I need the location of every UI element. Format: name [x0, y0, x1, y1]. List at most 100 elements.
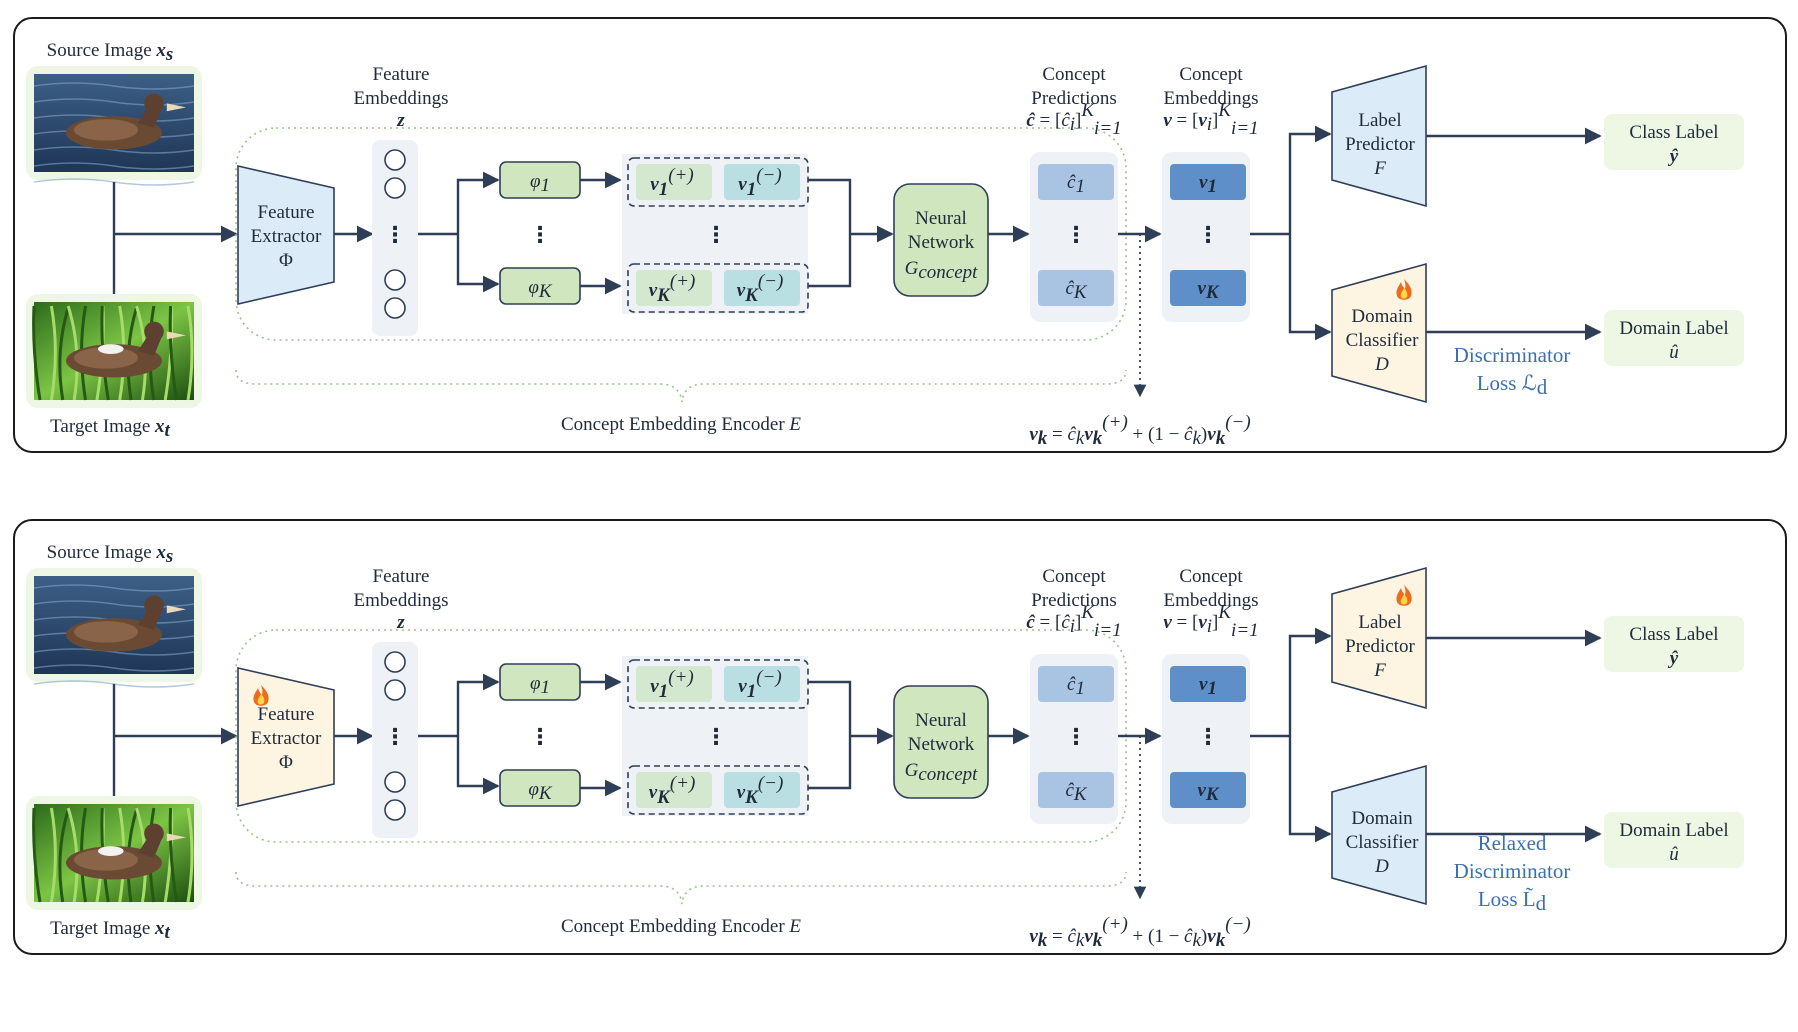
prediction-1-label: ĉ1 [1067, 674, 1085, 699]
class-label-text: Class Label [1629, 624, 1718, 645]
domain-classifier [1331, 764, 1427, 906]
target-image-label: Target Image xt [50, 918, 170, 943]
concept-pair-box [627, 659, 809, 709]
source-image [26, 66, 202, 186]
wave [33, 146, 195, 154]
domain-label-symbol: û [1669, 844, 1679, 865]
domain-label-box [1604, 310, 1744, 366]
concept-embeddings-formula: v = [vi]Ki=1 [1163, 100, 1258, 139]
positive-embedding-box [636, 164, 712, 200]
vertical-ellipsis: ⋮ [529, 725, 551, 750]
grass-blade [186, 305, 194, 401]
vertical-ellipsis: ⋮ [384, 725, 406, 750]
grass-blade [49, 807, 57, 903]
embedding-node [384, 297, 406, 319]
prediction-K-box [1038, 270, 1114, 306]
wave [33, 664, 195, 672]
domain-classifier-symbol: D [1374, 354, 1389, 375]
loss-label-line: Loss L̃d [1478, 887, 1547, 915]
grass-blade [186, 807, 194, 903]
negative-embedding-box [724, 270, 800, 306]
bird-neck [138, 333, 162, 356]
bird-beak [166, 331, 186, 340]
negative-embedding-box [724, 164, 800, 200]
vertical-ellipsis: ⋮ [1197, 223, 1219, 248]
loss-label-line: Loss ℒd [1477, 371, 1548, 399]
embedding-1-box [1170, 164, 1246, 200]
prediction-1-label: ĉ1 [1067, 172, 1085, 197]
grass-blade [168, 305, 179, 401]
feature-extractor [237, 164, 335, 306]
prediction-K-box [1038, 772, 1114, 808]
encoder-brace [235, 871, 1127, 905]
embedding-node [384, 679, 406, 701]
g-concept-label: Gconcept [905, 760, 979, 785]
domain-label-symbol: û [1669, 342, 1679, 363]
to-label-predictor-arrow [1288, 125, 1332, 234]
vertical-ellipsis: ⋮ [705, 223, 727, 248]
phi-K-label: φK [528, 277, 553, 302]
prediction-1-box [1038, 164, 1114, 200]
concept-pair-box [627, 263, 809, 313]
grass-blade [49, 305, 57, 401]
bird-neck [138, 835, 162, 858]
embedding-K-label: vK [1197, 278, 1219, 303]
label-predictor-symbol: F [1373, 158, 1386, 179]
embedding-node [384, 269, 406, 291]
domain-label-text: Domain Label [1619, 318, 1728, 339]
bird-wing [74, 621, 138, 643]
class-label-box [1604, 114, 1744, 170]
loss-label-line: Discriminator [1454, 343, 1571, 367]
negative-embedding-label: vK(−) [737, 271, 784, 306]
label-predictor [1331, 64, 1427, 208]
source-image-label: Source Image xs [47, 40, 174, 65]
concept-embedding-formula: vk = ĉkvk(+) + (1 − ĉk)vk(−) [1029, 914, 1250, 951]
grass-blade [32, 807, 42, 903]
vertical-ellipsis: ⋮ [529, 223, 551, 248]
concept-embedding-formula: vk = ĉkvk(+) + (1 − ĉk)vk(−) [1029, 412, 1250, 449]
neural-network-box [893, 183, 989, 297]
z-symbol: z [396, 612, 405, 633]
grass-blade [58, 807, 71, 903]
to-domain-classifier-arrow [1288, 234, 1332, 341]
neural-network-box [893, 685, 989, 799]
to-domain-classifier-arrow [1288, 736, 1332, 843]
bird-neck [138, 105, 162, 128]
domain-label-text: Domain Label [1619, 820, 1728, 841]
encoder-caption: Concept Embedding Encoder E [561, 414, 801, 435]
to-phiK-arrow [456, 234, 500, 293]
encoder-brace [235, 369, 1127, 403]
concept-predictions-formula: ĉ = [ĉi]Ki=1 [1026, 100, 1121, 139]
phi-symbol: Φ [279, 752, 293, 773]
g-concept-label: Gconcept [905, 258, 979, 283]
wave [33, 648, 195, 656]
negative-embedding-box [724, 772, 800, 808]
grass-blade [168, 807, 179, 903]
concept-predictions-formula: ĉ = [ĉi]Ki=1 [1026, 602, 1121, 641]
embedding-K-box [1170, 270, 1246, 306]
vertical-ellipsis: ⋮ [705, 725, 727, 750]
embedding-node [384, 651, 406, 673]
class-label-text: Class Label [1629, 122, 1718, 143]
bird-wing [74, 119, 138, 141]
phi-1-label: φ1 [530, 673, 550, 698]
z-symbol: z [396, 110, 405, 131]
bird-patch [98, 846, 124, 856]
bird-wing [74, 347, 138, 369]
positive-embedding-label: v1(+) [650, 667, 693, 702]
negative-embedding-label: vK(−) [737, 773, 784, 808]
embedding-K-box [1170, 772, 1246, 808]
label-predictor-symbol: F [1373, 660, 1386, 681]
